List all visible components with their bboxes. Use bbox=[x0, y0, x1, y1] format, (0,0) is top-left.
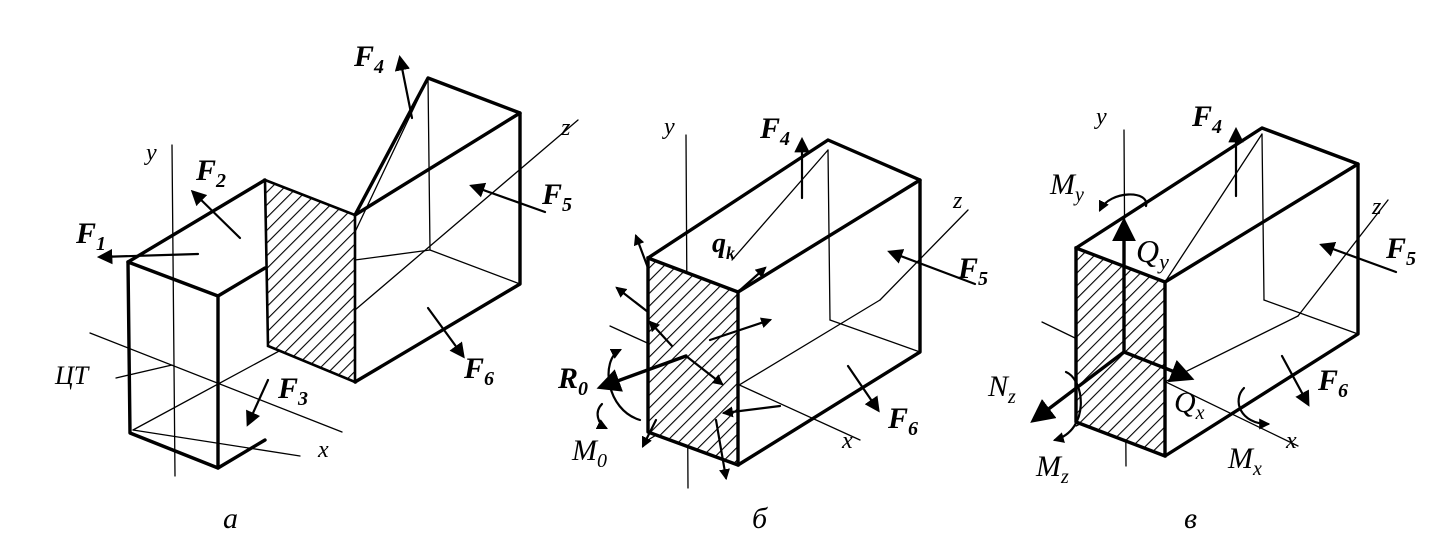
figure-a-forces bbox=[96, 54, 547, 427]
figure-a-box bbox=[126, 76, 522, 470]
caption-b: б bbox=[752, 502, 768, 535]
moment-arc-my bbox=[1098, 193, 1148, 212]
label-f5-b: F5 bbox=[957, 252, 988, 290]
axis-label-z: z bbox=[560, 115, 571, 141]
axis-label-x: x bbox=[317, 437, 329, 463]
axis-label-x-b: x bbox=[841, 428, 853, 454]
force-arrow-f6-c bbox=[1280, 354, 1310, 407]
label-f1: F1 bbox=[75, 217, 106, 255]
label-f4: F4 bbox=[353, 40, 384, 78]
label-f6-c: F6 bbox=[1317, 364, 1348, 402]
axis-label-z-b: z bbox=[952, 188, 963, 214]
moment-arc-mx bbox=[1237, 386, 1271, 430]
label-f4-c: F4 bbox=[1191, 100, 1222, 138]
label-f2: F2 bbox=[195, 154, 226, 192]
resultant-vector-r0 bbox=[596, 354, 688, 392]
force-arrow-f6 bbox=[426, 306, 465, 359]
force-arrow-f2 bbox=[190, 189, 242, 240]
center-of-gravity-label: ЦТ bbox=[54, 361, 90, 390]
figure-c-internal-forces bbox=[1030, 217, 1195, 423]
axis-label-y: y bbox=[144, 140, 157, 166]
figure-a: y x z ЦТ F1 F2 F3 F4 F5 F6 а bbox=[54, 40, 579, 535]
label-mx: Mx bbox=[1227, 442, 1262, 480]
figure-b-box bbox=[646, 138, 922, 467]
label-f4-b: F4 bbox=[759, 112, 790, 150]
label-mz: Mz bbox=[1035, 450, 1069, 488]
label-qx: Qx bbox=[1174, 386, 1205, 424]
axis-label-y-c: y bbox=[1094, 104, 1107, 130]
axis-label-y-b: y bbox=[662, 114, 675, 140]
force-arrow-f5-c bbox=[1319, 241, 1398, 274]
label-r0: R0 bbox=[557, 362, 588, 400]
caption-a: а bbox=[223, 502, 238, 535]
force-arrow-f5-b bbox=[887, 249, 977, 286]
figure-a-section-hatch bbox=[263, 178, 357, 384]
label-m0: M0 bbox=[571, 434, 607, 472]
label-f6-b: F6 bbox=[887, 402, 918, 440]
figure-c: y x z My Qy Nz Qx Mz Mx F4 F5 F6 в bbox=[987, 100, 1416, 535]
label-f3: F3 bbox=[277, 372, 308, 410]
axis-label-x-c: x bbox=[1285, 428, 1297, 454]
figure-b: y x z qk R0 M0 F4 F5 F6 б bbox=[557, 112, 988, 535]
figure-b-internal-forces bbox=[615, 233, 782, 481]
moment-arc-m0 bbox=[607, 348, 642, 422]
shear-arrow-qx bbox=[1122, 350, 1195, 383]
axis-label-z-c: z bbox=[1371, 194, 1382, 220]
label-qk: qk bbox=[712, 228, 735, 263]
label-f5: F5 bbox=[541, 178, 572, 216]
figure-b-forces bbox=[794, 136, 977, 413]
force-arrow-f4 bbox=[394, 54, 414, 120]
force-arrow-f5 bbox=[469, 182, 547, 214]
force-arrow-f1 bbox=[96, 248, 200, 265]
label-qy: Qy bbox=[1136, 233, 1169, 274]
label-nz: Nz bbox=[987, 370, 1016, 408]
force-arrow-f3 bbox=[246, 378, 270, 427]
figure-c-section-hatch bbox=[1074, 246, 1167, 458]
label-f6: F6 bbox=[463, 352, 494, 390]
force-arrow-f6-b bbox=[846, 364, 880, 413]
moment-arc-mz bbox=[1052, 370, 1082, 443]
normal-arrow-nz bbox=[1030, 350, 1126, 423]
label-my: My bbox=[1049, 168, 1084, 206]
figure-c-box bbox=[1074, 126, 1360, 458]
figure-c-forces bbox=[1228, 126, 1398, 407]
caption-c: в bbox=[1184, 502, 1197, 535]
label-f5-c: F5 bbox=[1385, 232, 1416, 270]
